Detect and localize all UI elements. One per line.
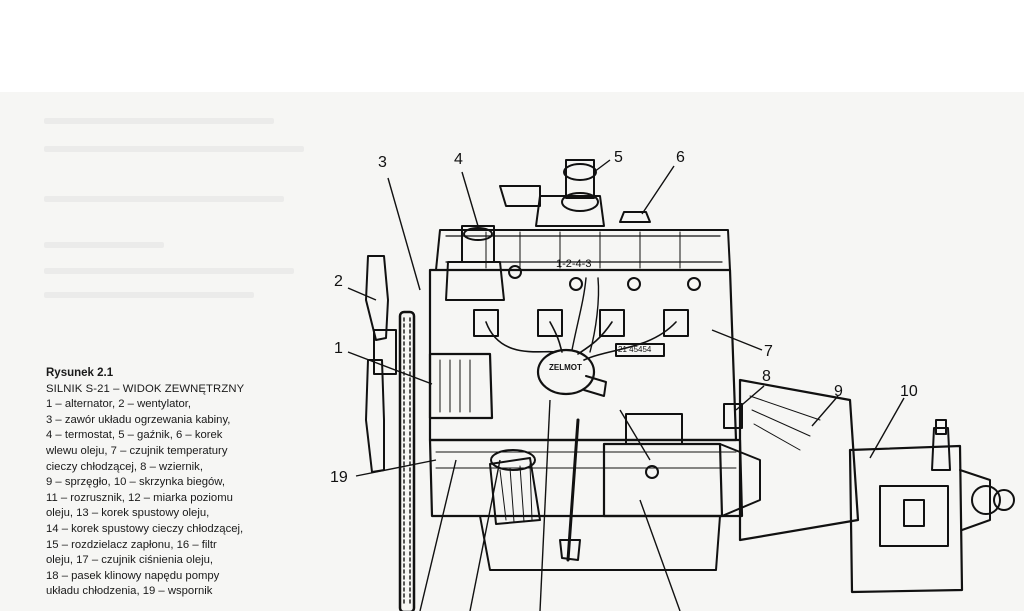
bolt [569,277,583,291]
gearbox-tail [959,469,991,531]
gearbox-cover [879,485,949,547]
legend-line: oleju, 13 – korek spustowy oleju, [46,507,210,520]
oil-filter [489,457,541,525]
figure-legend: 1 – alternator, 2 – wentylator, 3 – zawór… [46,397,286,600]
oil-filler-cap [619,211,651,223]
legend-line: 4 – termostat, 5 – gaźnik, 6 – korek [46,429,223,442]
block-ribs [435,451,737,469]
legend-line: 15 – rozdzielacz zapłonu, 16 – filtr [46,538,217,551]
spark-plug-well [599,309,625,337]
distributor-vacuum-unit [583,375,607,397]
callout-19: 19 [330,469,348,486]
pulley-teeth [403,317,411,607]
crankcase [428,438,744,518]
distributor [536,348,596,396]
callout-1: 1 [334,340,343,357]
bolt [627,277,641,291]
dipstick-tube-end [559,539,581,561]
engine-number-plate [615,343,665,357]
engine-number-label: 21 45454 [618,345,652,354]
legend-line: 18 – pasek klinowy napędu pompy [46,569,220,582]
legend-line: 3 – zawór układu ogrzewania kabiny, [46,413,231,426]
oil-pan [479,515,721,571]
bolt [508,265,522,279]
callout-3: 3 [378,154,387,171]
valve-cover-ribs [485,231,681,269]
gearbox-cover-boss [903,499,925,527]
bleed-through-line [44,242,164,248]
figure-subtitle: SILNIK S-21 – WIDOK ZEWNĘTRZNY [46,382,245,395]
bleed-through-line [44,118,274,124]
clutch-housing [738,378,860,542]
starter-solenoid [625,413,683,445]
spark-plug-well [537,309,563,337]
ignition-lead [577,321,613,355]
legend-line: 14 – korek spustowy cieczy chłodzącej, [46,522,244,535]
pulley-disc [398,310,416,611]
legend-line: cieczy chłodzącej, 8 – wziernik, [46,460,203,473]
legend-line: 9 – sprzęgło, 10 – skrzynka biegów, [46,476,225,489]
legend-line: 11 – rozrusznik, 12 – miarka poziomu [46,491,233,504]
ignition-lead [571,277,600,353]
callout-6: 6 [676,149,685,166]
document-page [0,92,1024,611]
bolt [645,465,659,479]
bolt [687,277,701,291]
ignition-lead [583,321,677,361]
fan-blade [365,255,389,341]
thermostat-neck [463,227,493,241]
callout-2: 2 [334,273,343,290]
output-flange [971,485,1001,515]
callout-4: 4 [454,151,463,168]
callout-5: 5 [614,149,623,166]
gearbox [848,444,964,594]
bleed-through-line [44,268,294,274]
gear-lever [935,419,947,435]
carburettor-top [565,159,595,199]
distributor-brand-label: ZELMOT [549,363,582,372]
callout-7: 7 [764,343,773,360]
fan-hub [373,329,397,375]
oil-filter-top [490,449,536,471]
thermostat-housing [445,261,505,301]
oil-filter-ribs [499,463,533,523]
legend-line: oleju, 17 – czujnik ciśnienia oleju, [46,554,214,567]
carburettor-linkage [499,185,541,207]
inspection-window [723,403,743,429]
callout-9: 9 [834,383,843,400]
leader-lines [347,159,905,611]
alternator [428,352,494,420]
legend-line: wlewu oleju, 7 – czujnik temperatury [46,444,228,457]
starter-motor [602,442,724,518]
bleed-through-line [44,146,304,152]
spark-plug-well [473,309,499,337]
carburettor-body [535,195,605,227]
legend-line: układu chłodzenia, 19 – wspornik [46,585,213,598]
bleed-through-line [44,196,284,202]
engine-drawing [347,159,1015,611]
figure-title: Rysunek 2.1 [46,367,114,379]
oil-dipstick [566,418,580,562]
callout-8: 8 [762,368,771,385]
callout-10: 10 [900,383,918,400]
spark-plug-well [663,309,689,337]
housing-hatching [749,395,821,451]
alternator-fins [439,359,471,413]
figure-caption: Rysunek 2.1 SILNIK S-21 – WIDOK ZEWNĘTRZ… [46,366,286,600]
bleed-through-line [44,292,254,298]
ignition-lead [485,321,557,353]
carburettor-throat [561,192,599,212]
output-flange [993,489,1015,511]
gear-lever-base [931,427,951,471]
legend-line: 1 – alternator, 2 – wentylator, [46,398,192,411]
firing-order-label: 1-2-4-3 [556,258,592,270]
carburettor-throat [563,163,597,181]
fan-blade [365,359,385,473]
